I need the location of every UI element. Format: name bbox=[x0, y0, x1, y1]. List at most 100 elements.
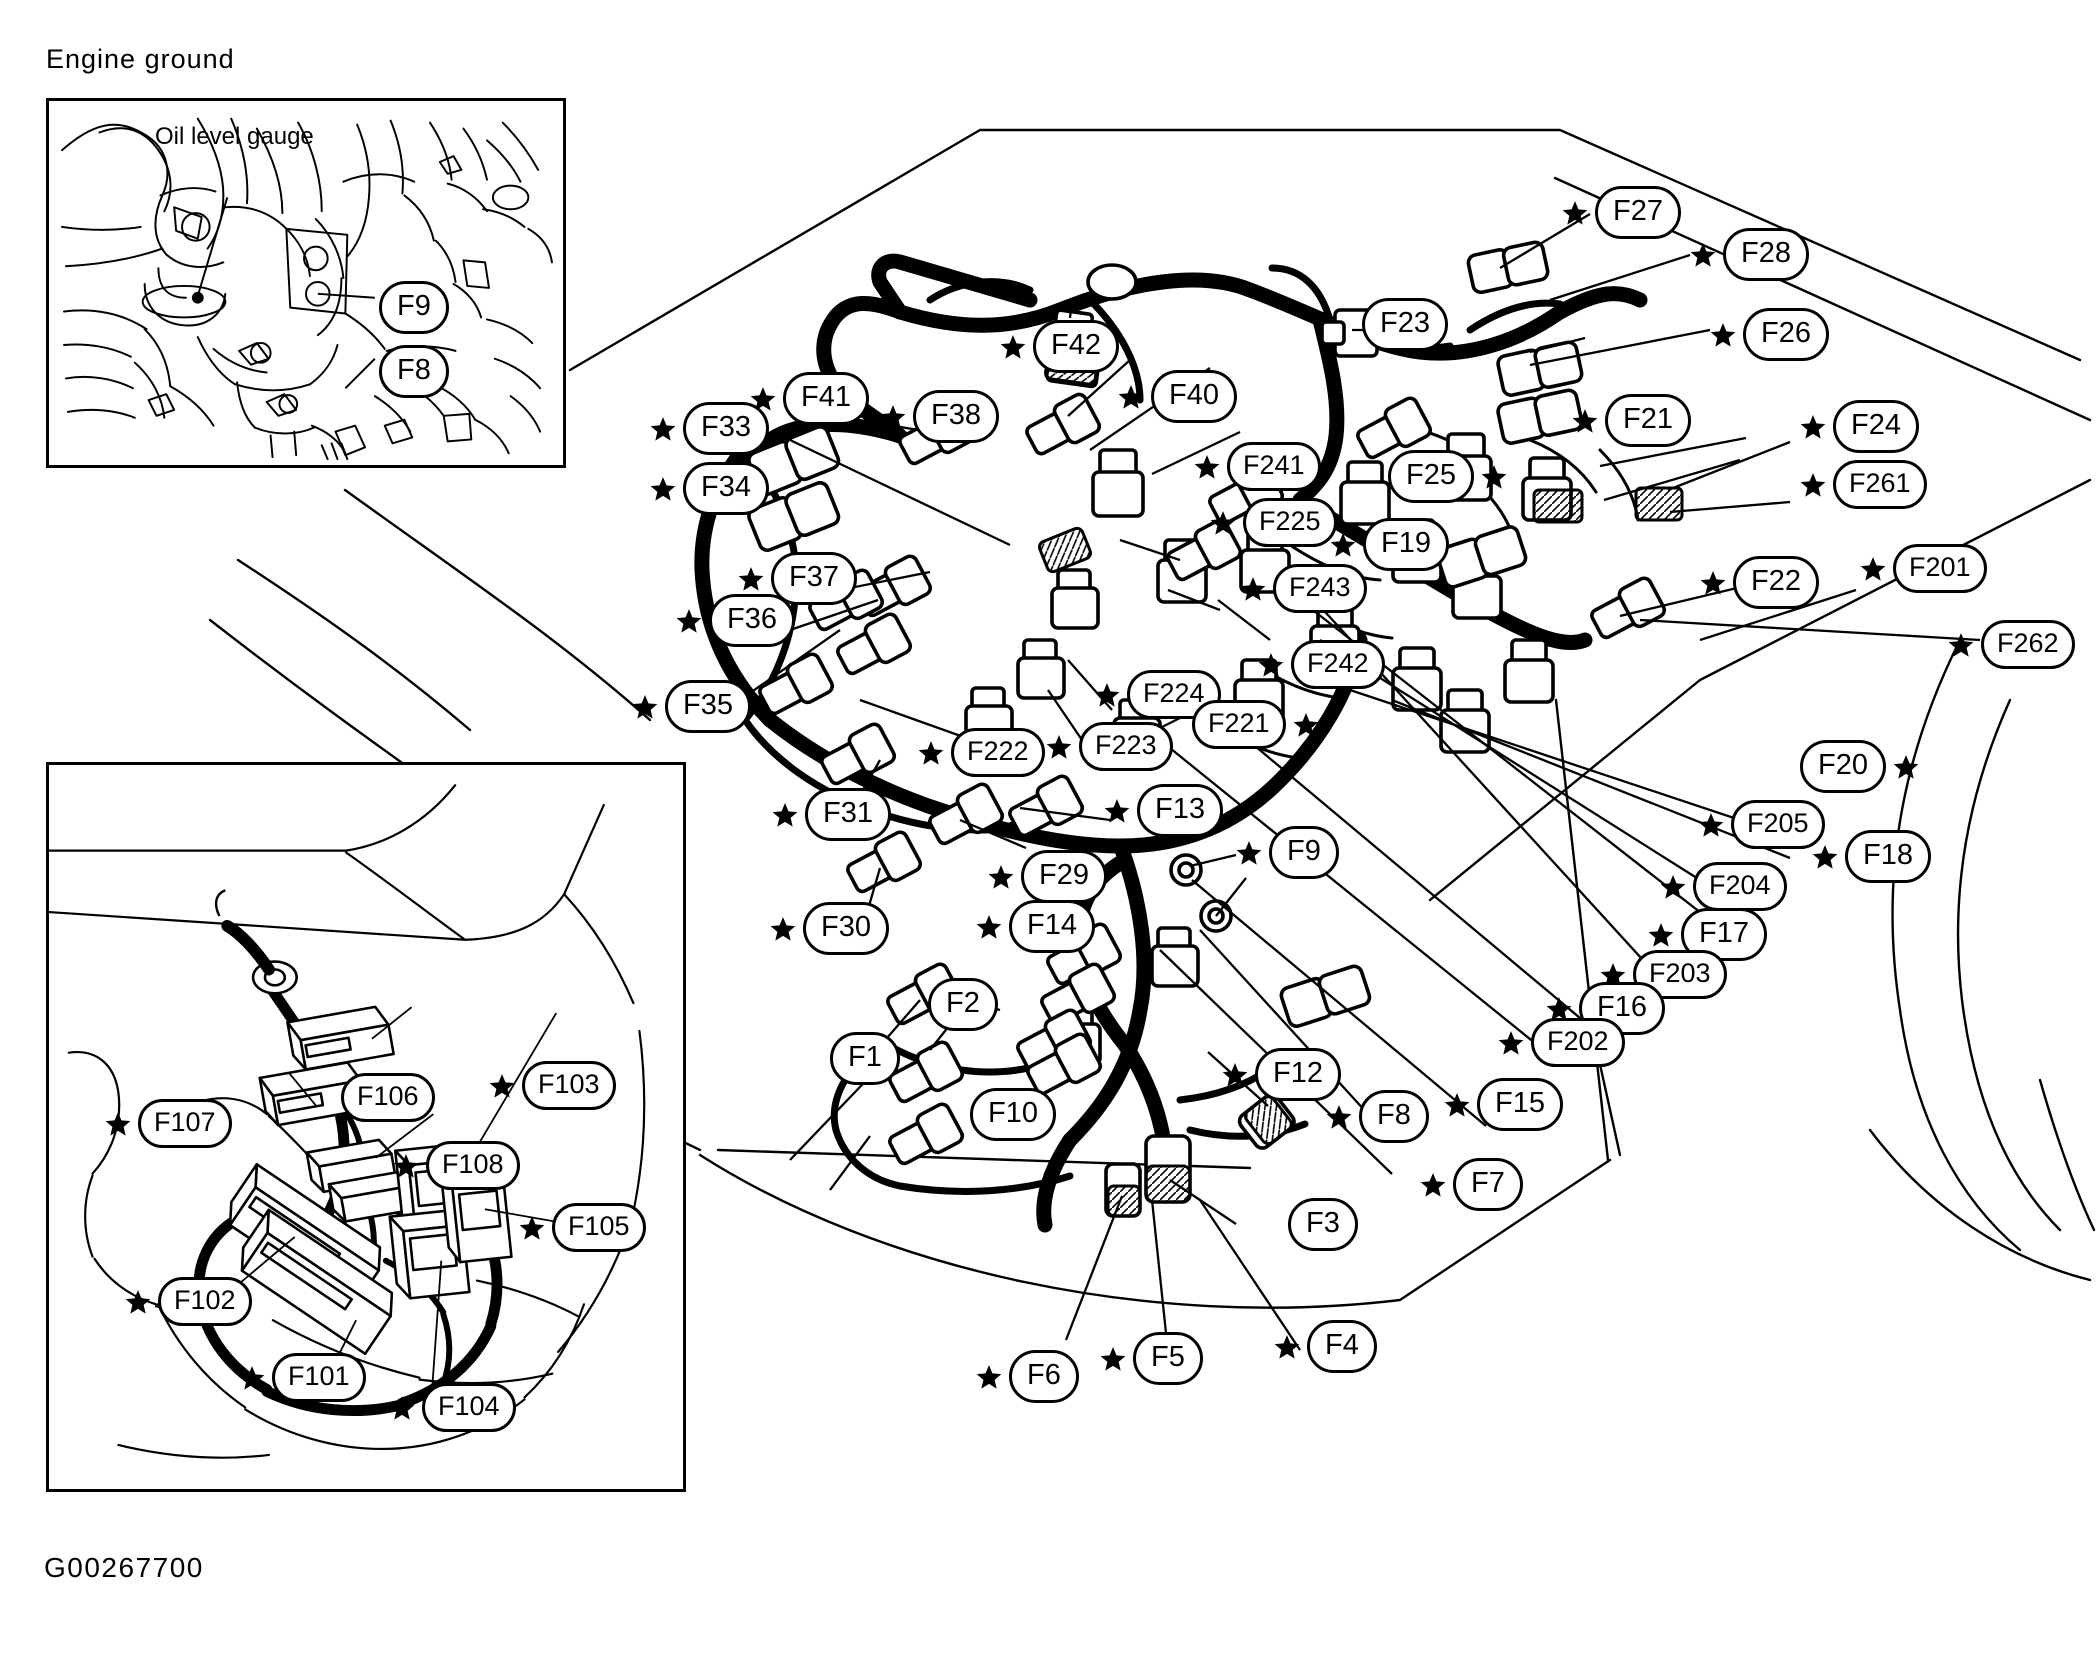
callout-F28[interactable]: F28 bbox=[1690, 228, 1809, 281]
callout-F38[interactable]: F38 bbox=[880, 390, 999, 443]
star-icon bbox=[1330, 532, 1356, 558]
star-icon bbox=[1274, 1334, 1300, 1360]
callout-F31[interactable]: F31 bbox=[772, 788, 891, 841]
callout-F3[interactable]: F3 bbox=[1288, 1198, 1358, 1251]
callout-inset-F108[interactable]: F108 bbox=[393, 1141, 520, 1190]
callout-label: F38 bbox=[913, 390, 999, 443]
callout-F22[interactable]: F22 bbox=[1700, 556, 1819, 609]
callout-F36[interactable]: F36 bbox=[676, 594, 795, 647]
callout-F20[interactable]: F20 bbox=[1800, 740, 1919, 793]
callout-inset-F104[interactable]: F104 bbox=[389, 1383, 516, 1432]
star-icon bbox=[393, 1153, 419, 1179]
callout-label: F241 bbox=[1227, 442, 1321, 491]
callout-F25[interactable]: F25 bbox=[1388, 450, 1507, 503]
callout-F19[interactable]: F19 bbox=[1330, 518, 1449, 571]
callout-F8[interactable]: F8 bbox=[1326, 1090, 1429, 1143]
callout-inset-F106[interactable]: F106 bbox=[341, 1073, 435, 1122]
callout-label: F243 bbox=[1273, 564, 1367, 613]
callout-label: F28 bbox=[1723, 228, 1809, 281]
star-icon bbox=[880, 404, 906, 430]
callout-F10[interactable]: F10 bbox=[970, 1088, 1056, 1141]
star-icon bbox=[239, 1365, 265, 1391]
star-icon bbox=[1118, 384, 1144, 410]
callout-label: F204 bbox=[1693, 862, 1787, 911]
callout-label: F242 bbox=[1291, 640, 1385, 689]
callout-inset-F8[interactable]: F8 bbox=[379, 345, 449, 398]
callout-inset-F9[interactable]: F9 bbox=[379, 281, 449, 334]
star-icon bbox=[1893, 754, 1919, 780]
callout-F15[interactable]: F15 bbox=[1444, 1078, 1563, 1131]
callout-F34[interactable]: F34 bbox=[650, 462, 769, 515]
callout-label: F9 bbox=[1269, 826, 1339, 879]
callout-F222[interactable]: F222 bbox=[918, 728, 1045, 777]
callout-inset-F102[interactable]: F102 bbox=[125, 1277, 252, 1326]
callout-F204[interactable]: F204 bbox=[1660, 862, 1787, 911]
callout-F202[interactable]: F202 bbox=[1498, 1018, 1625, 1067]
callout-label: F262 bbox=[1981, 620, 2075, 669]
callout-F9[interactable]: F9 bbox=[1236, 826, 1339, 879]
callout-F241[interactable]: F241 bbox=[1194, 442, 1321, 491]
star-icon bbox=[1948, 632, 1974, 658]
callout-F13[interactable]: F13 bbox=[1104, 784, 1223, 837]
callout-label: F24 bbox=[1833, 400, 1919, 453]
callout-F12[interactable]: F12 bbox=[1222, 1048, 1341, 1101]
callout-inset-F101[interactable]: F101 bbox=[239, 1353, 366, 1402]
callout-F30[interactable]: F30 bbox=[770, 902, 889, 955]
engine-ground-photo-art bbox=[61, 117, 553, 461]
callout-F262[interactable]: F262 bbox=[1948, 620, 2075, 669]
callout-label: F27 bbox=[1595, 186, 1681, 239]
star-icon bbox=[1100, 1346, 1126, 1372]
callout-F2[interactable]: F2 bbox=[928, 978, 998, 1031]
callout-F223[interactable]: F223 bbox=[1046, 722, 1173, 771]
callout-F41[interactable]: F41 bbox=[750, 372, 869, 425]
callout-label: F7 bbox=[1453, 1158, 1523, 1211]
callout-F18[interactable]: F18 bbox=[1812, 830, 1931, 883]
callout-F26[interactable]: F26 bbox=[1710, 308, 1829, 361]
callout-inset-F103[interactable]: F103 bbox=[489, 1061, 616, 1110]
callout-F40[interactable]: F40 bbox=[1118, 370, 1237, 423]
callout-inset-F107[interactable]: F107 bbox=[105, 1099, 232, 1148]
callout-F205[interactable]: F205 bbox=[1698, 800, 1825, 849]
callout-F225[interactable]: F225 bbox=[1210, 498, 1337, 547]
callout-F14[interactable]: F14 bbox=[976, 900, 1095, 953]
callout-label: F40 bbox=[1151, 370, 1237, 423]
callout-label: F36 bbox=[709, 594, 795, 647]
callout-F7[interactable]: F7 bbox=[1420, 1158, 1523, 1211]
callout-F6[interactable]: F6 bbox=[976, 1350, 1079, 1403]
star-icon bbox=[1698, 812, 1724, 838]
callout-label: F3 bbox=[1288, 1198, 1358, 1251]
callout-inset-F105[interactable]: F105 bbox=[519, 1203, 646, 1252]
callout-F35[interactable]: F35 bbox=[632, 680, 751, 733]
callout-label: F29 bbox=[1021, 850, 1107, 903]
callout-label: F108 bbox=[426, 1141, 520, 1190]
callout-F27[interactable]: F27 bbox=[1562, 186, 1681, 239]
callout-F261[interactable]: F261 bbox=[1800, 460, 1927, 509]
star-icon bbox=[1240, 576, 1266, 602]
callout-label: F104 bbox=[422, 1383, 516, 1432]
callout-label: F107 bbox=[138, 1099, 232, 1148]
callout-F42[interactable]: F42 bbox=[1000, 320, 1119, 373]
callout-label: F31 bbox=[805, 788, 891, 841]
callout-F29[interactable]: F29 bbox=[988, 850, 1107, 903]
star-icon bbox=[519, 1215, 545, 1241]
callout-F1[interactable]: F1 bbox=[830, 1032, 900, 1085]
callout-F5[interactable]: F5 bbox=[1100, 1332, 1203, 1385]
callout-F37[interactable]: F37 bbox=[738, 552, 857, 605]
callout-F21[interactable]: F21 bbox=[1572, 394, 1691, 447]
callout-label: F106 bbox=[341, 1073, 435, 1122]
callout-F242[interactable]: F242 bbox=[1258, 640, 1385, 689]
callout-F221[interactable]: F221 bbox=[1192, 700, 1319, 749]
callout-F24[interactable]: F24 bbox=[1800, 400, 1919, 453]
callout-F4[interactable]: F4 bbox=[1274, 1320, 1377, 1373]
callout-label: F20 bbox=[1800, 740, 1886, 793]
callout-label: F23 bbox=[1362, 298, 1448, 351]
callout-F23[interactable]: F23 bbox=[1362, 298, 1448, 351]
callout-label: F8 bbox=[1359, 1090, 1429, 1143]
callout-F201[interactable]: F201 bbox=[1860, 544, 1987, 593]
callout-F33[interactable]: F33 bbox=[650, 402, 769, 455]
callout-F243[interactable]: F243 bbox=[1240, 564, 1367, 613]
callout-F224[interactable]: F224 bbox=[1094, 670, 1221, 719]
callout-label: F34 bbox=[683, 462, 769, 515]
callout-label: F221 bbox=[1192, 700, 1286, 749]
